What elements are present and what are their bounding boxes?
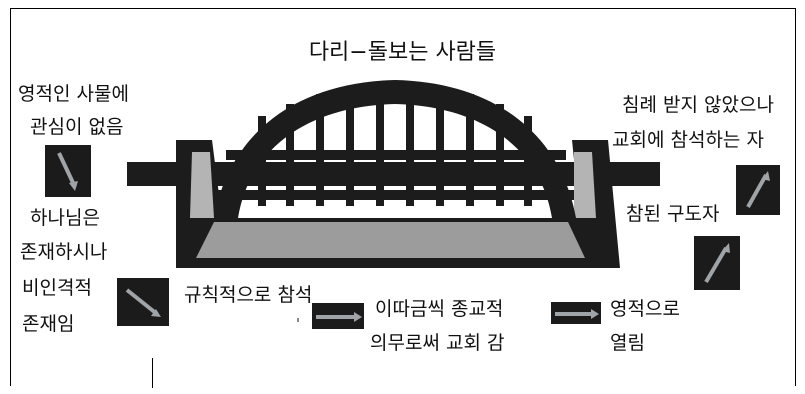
arrow-up-right-icon [694,236,740,290]
divider-tick [152,358,153,388]
label-spiritually-open-1: 영적으로 [610,298,680,320]
right-pier [574,152,596,218]
diagram-title: 다리−돌보는 사람들 [308,40,497,65]
arrow-right-icon [551,302,601,324]
arrow-down-right-icon [117,278,169,326]
bridge-arch [214,80,576,218]
label-occasional-duty-1: 이따금씩 종교적 [375,298,504,320]
label-regular-attendance: 규칙적으로 참석 [184,284,313,306]
label-occasional-duty-2: 의무로써 교회 감 [370,332,505,354]
bridge-water [196,222,585,258]
label-god-impersonal-3: 비인격적 [22,277,92,299]
left-pier [190,152,214,218]
label-true-seeker: 참된 구도자 [626,203,720,225]
label-line: 관심이 없음 [30,116,124,138]
label-god-impersonal-1: 하나님은 [30,207,100,229]
label-god-impersonal-2: 존재하시나 [20,241,108,263]
label-spiritual-no-interest-2: 관심이 없음 [30,113,123,141]
label-spiritually-open-2: 열림 [610,332,645,354]
stray-mark [297,318,299,322]
label-unbaptized-2: 교회에 참석하는 자 [612,129,764,151]
label-spiritual-no-interest: 영적인 사물에 [18,80,129,108]
label-unbaptized-1: 침례 받지 않았으나 [622,94,774,116]
arrow-right-icon [312,303,364,329]
lower-beam [218,190,574,200]
label-line: 영적인 사물에 [18,83,129,105]
upper-beam [226,150,566,160]
bridge-hangers [258,86,532,206]
arrow-up-right-icon [736,165,780,215]
label-god-impersonal-4: 존재임 [22,313,75,335]
diagram-frame [10,8,796,386]
arrow-down-right-icon [45,145,91,197]
